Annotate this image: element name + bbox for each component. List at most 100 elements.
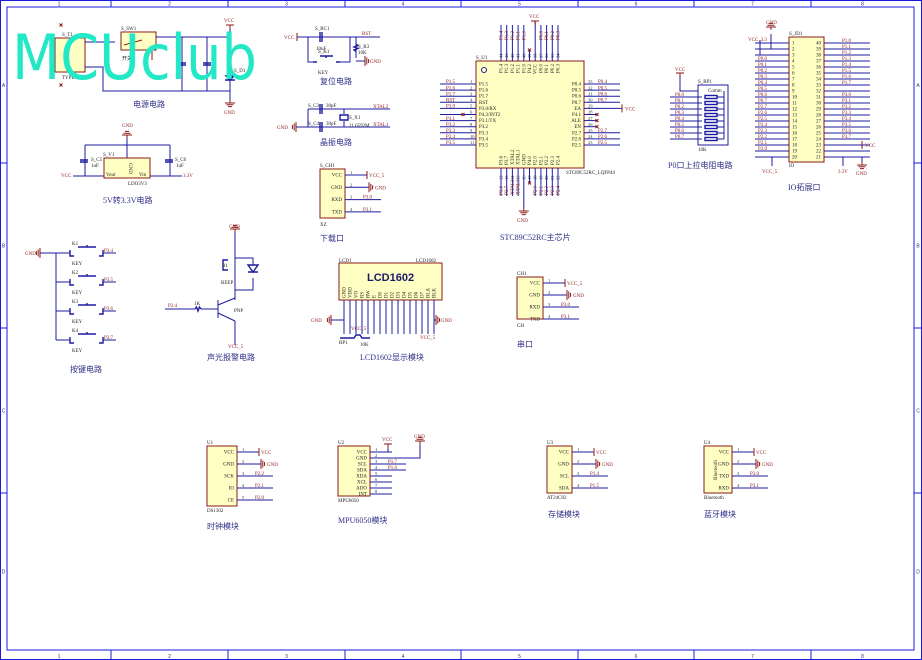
module-footer: CH <box>517 324 524 329</box>
column-label: 3 <box>285 654 288 660</box>
net-label: P2.1 <box>539 185 544 195</box>
pin-name: GND <box>558 463 569 468</box>
net-label: P3.1 <box>363 208 373 213</box>
resistor-icon <box>704 100 718 106</box>
net-label: P3.2 <box>842 105 852 110</box>
net-label: XTAL1 <box>373 123 389 128</box>
pin-name: EA <box>574 107 581 112</box>
net-label: P2.4 <box>168 304 178 309</box>
pin-number: 4 <box>737 483 740 488</box>
pin-name: TXD <box>332 210 343 215</box>
res-value: 10K <box>358 51 367 56</box>
pin-name: P3.0/RX <box>479 107 497 112</box>
pin-number: 4 <box>577 483 580 488</box>
row-label: A <box>2 83 6 89</box>
ldo-ref: S_V1 <box>103 153 115 158</box>
pin-name: P2.2 <box>545 155 550 165</box>
net-label: P2.6 <box>758 111 768 116</box>
pin-name: SDA <box>357 469 367 474</box>
pin-name: RXD <box>529 306 540 311</box>
wire <box>222 259 228 271</box>
pin-number: 3 <box>350 195 353 200</box>
pin-name: P3.2 <box>479 125 489 130</box>
net-label: P3.1 <box>750 484 760 489</box>
net-label: P0.6 <box>675 129 685 134</box>
net-label: P0.2 <box>675 105 685 110</box>
resistor-icon <box>704 112 718 118</box>
power-rail-icon <box>531 20 539 25</box>
net-label: VCC <box>61 174 72 179</box>
net-label: P1.4 <box>590 472 600 477</box>
net-label: P3.5 <box>446 141 456 146</box>
resistor-icon <box>704 130 718 136</box>
pin-name: GND <box>343 287 348 298</box>
cap-ref: S_RC1 <box>315 27 330 32</box>
pin-name: XCL <box>357 481 367 486</box>
wire <box>85 41 230 92</box>
wire <box>340 334 370 339</box>
pin-number: 30 <box>816 102 822 107</box>
net-label: VCC <box>625 107 636 112</box>
module-part: AT24C02 <box>547 496 567 501</box>
net-label: XTAL1 <box>517 179 522 195</box>
pin-number: 2 <box>548 290 550 295</box>
no-connect-icon <box>595 124 599 129</box>
ground-icon <box>364 56 370 66</box>
pin-number: 26 <box>588 122 593 127</box>
wire <box>759 40 789 56</box>
wire <box>224 75 236 81</box>
resistor-icon <box>704 136 718 142</box>
net-label: P0.0 <box>675 93 685 98</box>
pin-name: P4.0 <box>528 155 533 165</box>
column-label: 6 <box>635 2 638 8</box>
net-label: P1.0 <box>842 39 852 44</box>
gnd-label: GND <box>370 60 381 65</box>
mcu-chip <box>475 60 585 169</box>
wire <box>352 43 360 53</box>
no-connect-icon <box>59 83 63 87</box>
pin-number: 11 <box>792 102 797 107</box>
module-ref: U1 <box>207 441 214 446</box>
gnd-label: GND <box>441 319 452 324</box>
resistor-icon <box>704 106 718 112</box>
pin-name: P3.6 <box>500 155 505 165</box>
ground-icon <box>595 459 601 469</box>
net-label: P0.0 <box>758 57 768 62</box>
module-ref: U4 <box>704 441 711 446</box>
pin-number: 5 <box>242 495 245 500</box>
net-label: P3.2 <box>446 123 456 128</box>
pin-number: 24 <box>816 138 822 143</box>
net-label: P2.0 <box>758 147 768 152</box>
row-label: B <box>916 244 920 250</box>
pin-number: 24 <box>588 134 593 139</box>
pin-number: 40 <box>816 42 822 47</box>
pin-name: P2.1 <box>539 155 544 165</box>
net-label: P0.2 <box>758 69 768 74</box>
column-label: 2 <box>168 654 171 660</box>
lcd-ref: LCD1 <box>339 259 352 264</box>
pin-number: 22 <box>816 150 822 155</box>
pin-number: 1 <box>737 447 739 452</box>
pin-number: 23 <box>588 140 593 145</box>
pin-name: GND <box>718 463 729 468</box>
pin-number: 2 <box>737 459 739 464</box>
pin-number: 33 <box>816 84 822 89</box>
gnd-label: GND <box>277 126 288 131</box>
key-label: KEY <box>72 349 83 354</box>
pot-value: 10K <box>360 343 369 348</box>
pin-number: 34 <box>816 78 822 83</box>
serial-module <box>516 276 544 320</box>
wire <box>319 104 323 132</box>
section-title: 下载口 <box>320 233 344 243</box>
net-label: P2.7 <box>758 105 768 110</box>
column-label: 1 <box>58 2 61 8</box>
gnd-label: GND <box>414 435 425 440</box>
download-module <box>319 168 346 219</box>
pin-name: INT <box>359 493 367 498</box>
pin-name: XTAL2 <box>511 149 516 165</box>
crystal-value: 11.0592M <box>349 124 370 129</box>
net-label: P3.4 <box>104 249 114 254</box>
vcc-label: VCC_5 <box>420 336 436 341</box>
pin-name: VDD <box>349 287 354 298</box>
ground-icon <box>766 22 776 30</box>
